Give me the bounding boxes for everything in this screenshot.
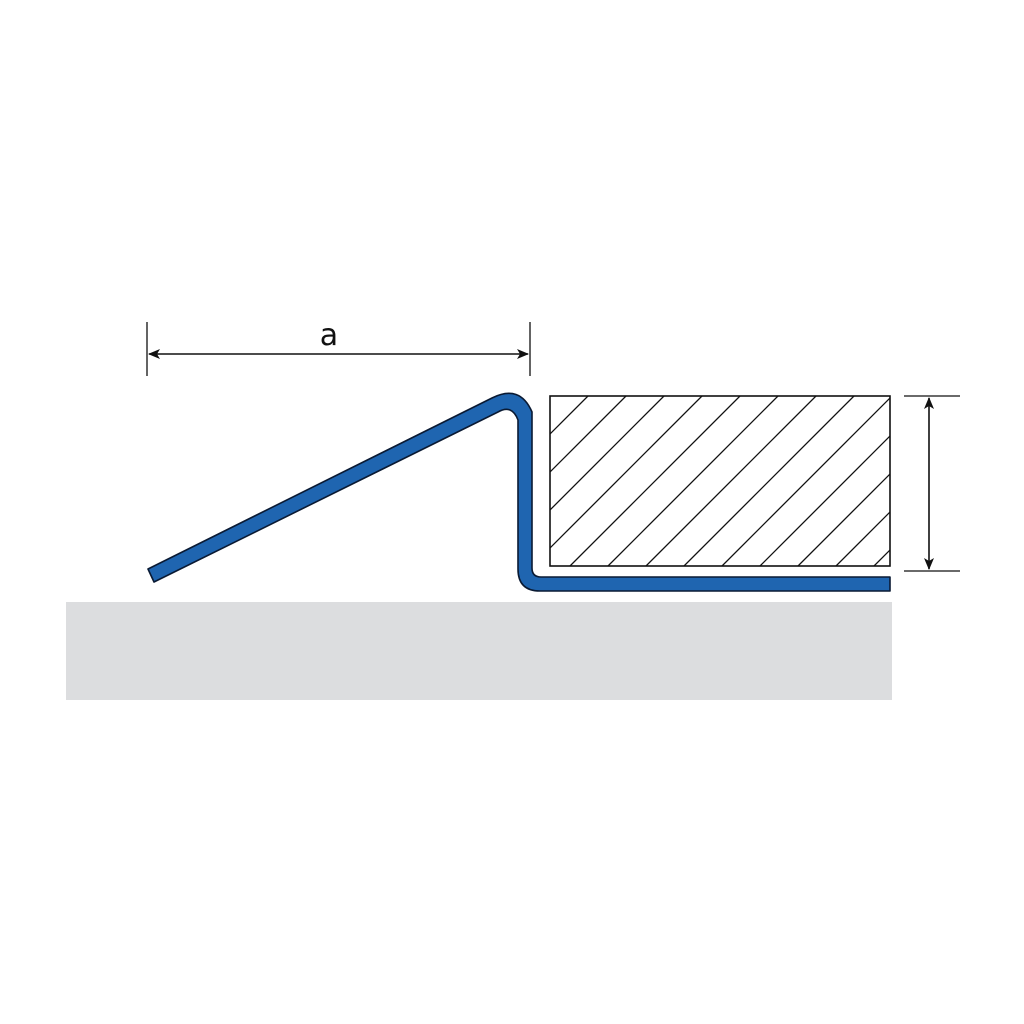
floor-substrate xyxy=(66,602,892,700)
ramp-profile xyxy=(147,392,891,592)
floor-covering-hatched xyxy=(549,395,891,567)
dimension-a: a xyxy=(146,318,531,376)
dimension-a-label: a xyxy=(320,318,338,353)
dimension-height xyxy=(904,395,960,572)
